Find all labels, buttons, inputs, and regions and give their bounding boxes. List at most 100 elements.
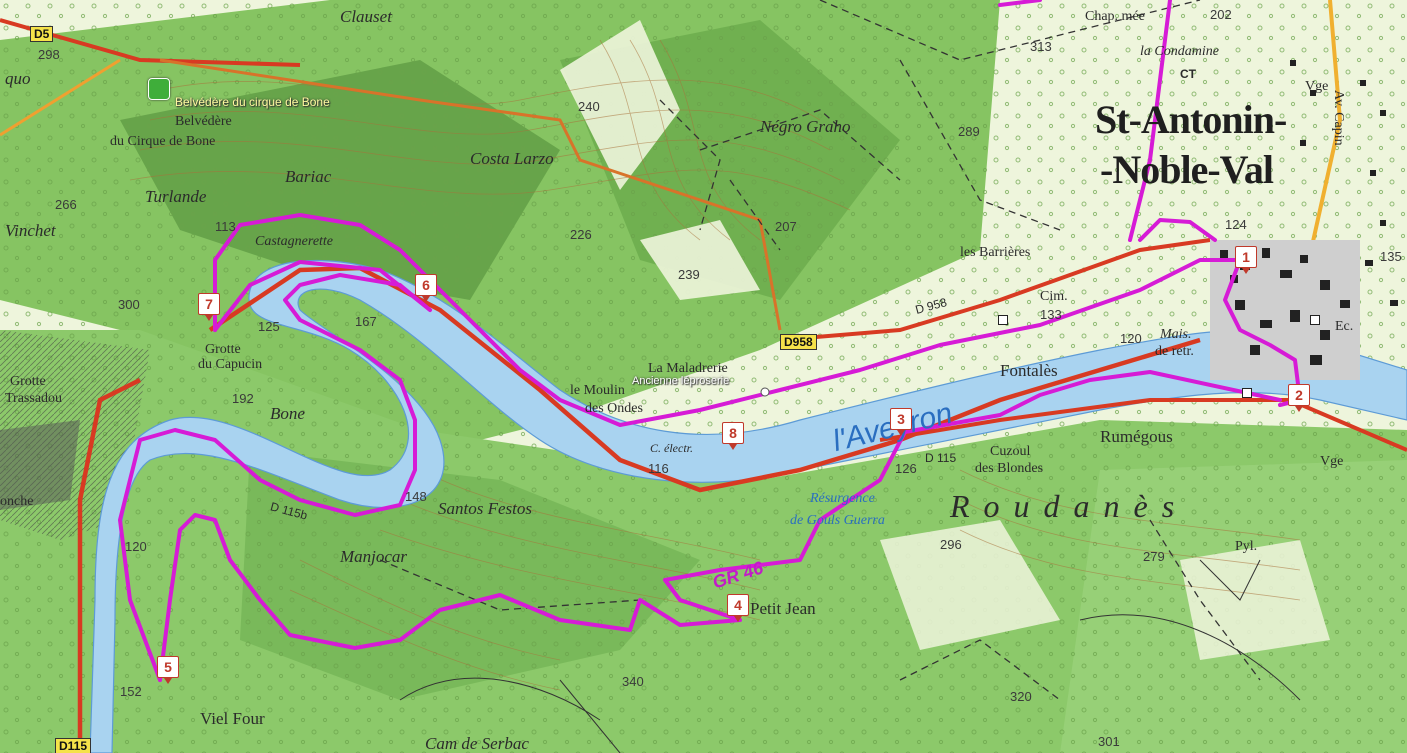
place-manjocar: Manjocar — [340, 547, 408, 566]
place-petit-jean: Petit Jean — [750, 599, 816, 618]
elev-125: 125 — [258, 319, 280, 334]
place-vge-1: Vge — [1305, 79, 1329, 94]
poi-belvedere-label[interactable]: Belvédère du cirque de Bone — [175, 95, 330, 109]
road-inline-d115: D 115 — [925, 451, 957, 465]
place-cuzoul-1: Cuzoul — [990, 444, 1031, 459]
elev-192: 192 — [232, 391, 254, 406]
place-viel-four: Viel Four — [200, 709, 265, 728]
place-ct: CT — [1180, 67, 1196, 81]
elev-226: 226 — [570, 227, 592, 242]
place-chap-mee: Chap. mée — [1085, 9, 1145, 24]
place-ec: Ec. — [1335, 319, 1354, 334]
waypoint-2[interactable]: 2 — [1288, 384, 1310, 412]
place-costa-larzo: Costa Larzo — [470, 149, 554, 168]
elev-296: 296 — [940, 537, 962, 552]
place-resurgence-1: Résurgence — [810, 491, 875, 506]
place-rumegous: Rumégous — [1100, 427, 1173, 446]
place-av-capin: Av. Capin — [1331, 90, 1346, 146]
place-grotte-trassadou-2: Trassadou — [5, 391, 63, 406]
waypoint-1[interactable]: 1 — [1235, 246, 1257, 274]
elev-279: 279 — [1143, 549, 1165, 564]
place-le-moulin-2: des Ondes — [585, 401, 643, 416]
route-segment-3-to-4 — [663, 430, 907, 622]
elev-313: 313 — [1030, 39, 1052, 54]
place-la-condamine: la Condamine — [1140, 44, 1219, 59]
route-segment-2-to-3 — [903, 370, 1282, 434]
waypoint-8[interactable]: 8 — [722, 422, 744, 450]
elev-239: 239 — [678, 267, 700, 282]
elev-340: 340 — [622, 674, 644, 689]
route-segment-7-to-8 — [213, 213, 1242, 427]
elev-320: 320 — [1010, 689, 1032, 704]
waypoint-6[interactable]: 6 — [415, 274, 437, 302]
place-bariac: Bariac — [285, 167, 332, 186]
place-c-electr: C. électr. — [650, 441, 693, 455]
place-belvedere-2: du Cirque de Bone — [110, 134, 216, 149]
elev-124: 124 — [1225, 217, 1247, 232]
elev-300: 300 — [118, 297, 140, 312]
place-mais-2: de retr. — [1155, 344, 1194, 359]
place-cam-de-serbac: Cam de Serbac — [425, 734, 529, 753]
place-lonche: onche — [0, 494, 34, 509]
place-clauset: Clauset — [340, 7, 392, 26]
elev-148: 148 — [405, 489, 427, 504]
road-d115 — [77, 377, 142, 753]
clearing-4 — [1180, 540, 1330, 660]
waypoint-3[interactable]: 3 — [890, 408, 912, 436]
elev-289: 289 — [958, 124, 980, 139]
road-tag-d5: D5 — [30, 26, 54, 42]
place-castagnerette: Castagnerette — [255, 234, 334, 249]
small-square-marker-3[interactable] — [1310, 315, 1320, 325]
place-bone: Bone — [270, 404, 305, 423]
tracks — [399, 559, 1301, 753]
elev-126: 126 — [895, 461, 917, 476]
elev-266: 266 — [55, 197, 77, 212]
hiking-route — [118, 0, 1302, 682]
elev-207: 207 — [775, 219, 797, 234]
poi-leproserie-label[interactable]: Ancienne léproserie — [632, 375, 730, 387]
route-segment-6-to-7 — [213, 260, 432, 332]
route-north-2 — [1128, 0, 1172, 242]
elev-240: 240 — [578, 99, 600, 114]
road-d958-east — [779, 238, 1211, 342]
clearing-1 — [560, 20, 680, 190]
elev-298: 298 — [38, 47, 60, 62]
elev-152: 152 — [120, 684, 142, 699]
elev-301: 301 — [1098, 734, 1120, 749]
waypoint-4[interactable]: 4 — [727, 594, 749, 622]
place-la-maladrerie: La Maladrerie — [648, 361, 728, 376]
place-vge-2: Vge — [1320, 454, 1344, 469]
place-grotte-trassadou-1: Grotte — [10, 374, 46, 389]
elev-113: 113 — [215, 219, 236, 234]
place-mais-1: Mais. — [1160, 327, 1192, 342]
contour-lines — [129, 39, 1301, 691]
route-segment-4-to-5 — [158, 513, 742, 682]
small-square-marker-2[interactable] — [1242, 388, 1252, 398]
small-square-marker-1[interactable] — [998, 315, 1008, 325]
route-segment-5-to-6 — [118, 273, 432, 682]
place-negro-graho: Négro Graho — [760, 117, 851, 136]
place-resurgence-2: de Gouls Guerra — [790, 513, 885, 528]
road-d5-orange — [159, 58, 782, 331]
elev-167: 167 — [355, 314, 377, 329]
place-le-moulin-1: le Moulin — [570, 383, 625, 398]
road-orange-west — [0, 58, 121, 137]
place-santos-festos: Santos Festos — [438, 499, 532, 518]
elev-120b: 120 — [125, 539, 147, 554]
place-grotte-capucin-2: du Capucin — [198, 357, 263, 372]
trails — [379, 0, 1261, 701]
place-cuzoul-2: des Blondes — [975, 461, 1044, 476]
place-pyl: Pyl. — [1235, 539, 1258, 554]
elev-120: 120 — [1120, 331, 1142, 346]
viewpoint-icon[interactable] — [148, 78, 170, 100]
place-quo: quo — [5, 69, 31, 88]
elev-202: 202 — [1210, 7, 1232, 22]
place-cim: Cim. — [1040, 289, 1068, 304]
waypoint-5[interactable]: 5 — [157, 656, 179, 684]
road-d115-east — [879, 398, 1407, 452]
route-markers — [760, 387, 770, 397]
waypoint-7[interactable]: 7 — [198, 293, 220, 321]
place-grotte-capucin-1: Grotte — [205, 342, 241, 357]
